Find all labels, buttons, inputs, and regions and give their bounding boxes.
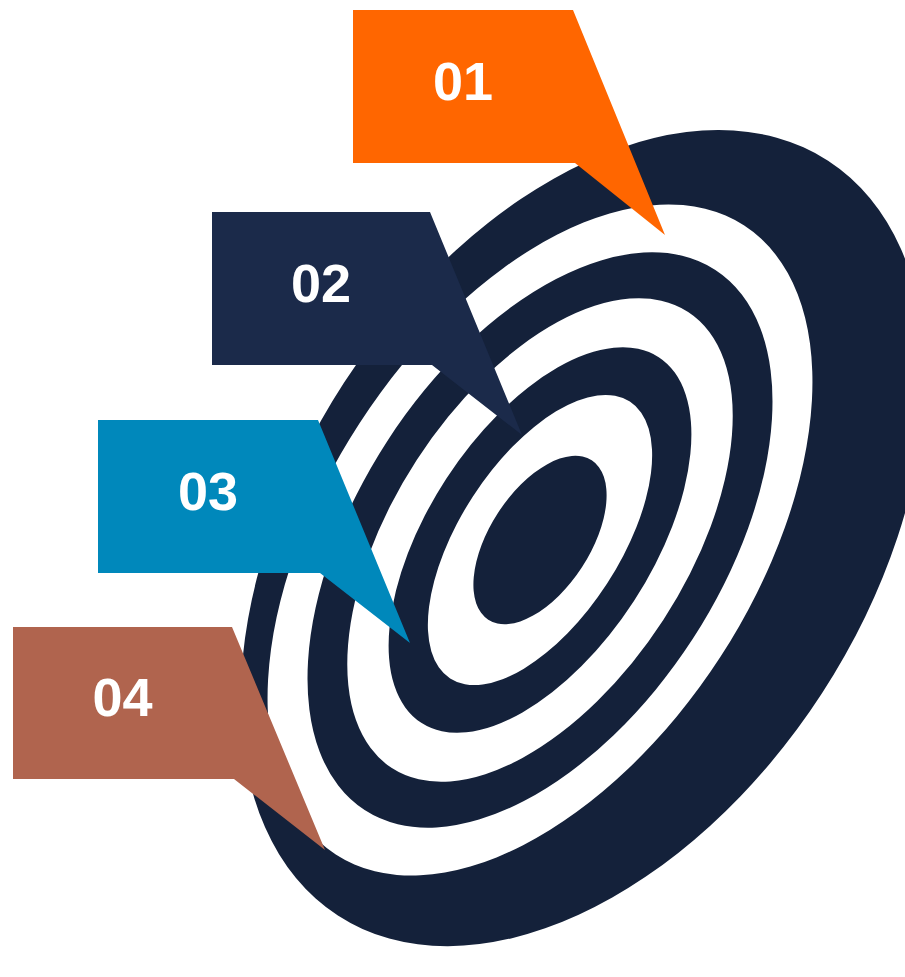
callout-pointer bbox=[212, 212, 522, 435]
callout-box: 03 bbox=[98, 420, 318, 573]
callout-pointer bbox=[353, 10, 665, 235]
target-ring bbox=[327, 296, 752, 784]
callout-number: 03 bbox=[98, 420, 318, 573]
callout-box: 01 bbox=[353, 10, 573, 163]
callout-number: 02 bbox=[212, 212, 430, 365]
callout-box: 02 bbox=[212, 212, 430, 365]
callout-number: 01 bbox=[353, 10, 573, 163]
callout-pointer bbox=[98, 420, 410, 643]
target-bullseye bbox=[446, 433, 633, 647]
callout-pointer bbox=[13, 627, 325, 850]
callout-number: 04 bbox=[13, 627, 232, 779]
target-ring bbox=[383, 358, 697, 722]
callout-box: 04 bbox=[13, 627, 232, 779]
target-back bbox=[99, 5, 905, 977]
